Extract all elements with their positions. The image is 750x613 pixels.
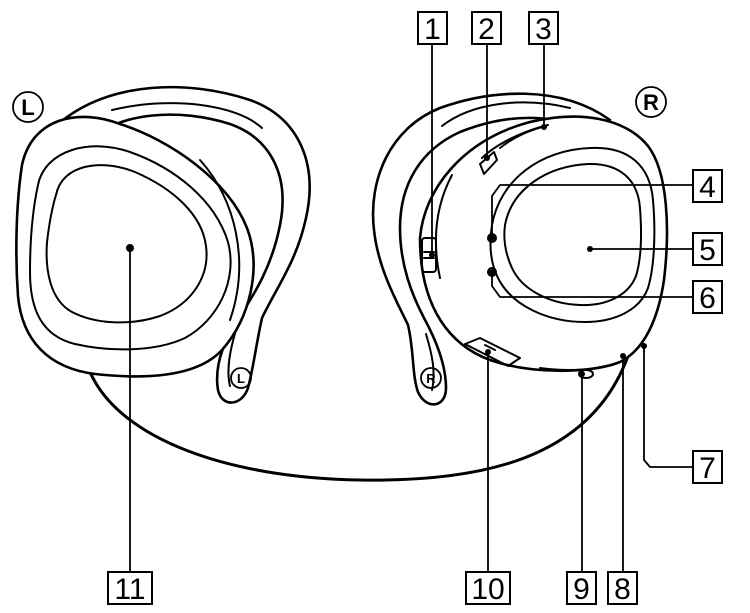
callout-9-number: 9 [573, 573, 590, 606]
right-side-letter: R [643, 90, 659, 115]
callout-11-number: 11 [114, 573, 145, 606]
callout-8: 8 [607, 571, 638, 606]
callout-7-number: 7 [699, 452, 716, 485]
callout-2: 2 [471, 11, 502, 46]
side-slide-switch[interactable] [421, 237, 437, 273]
callout-3: 3 [528, 11, 559, 46]
callout-10-number: 10 [471, 573, 504, 606]
callout-2-number: 2 [478, 13, 495, 46]
callout-4: 4 [692, 169, 723, 204]
callout-6-number: 6 [699, 282, 716, 315]
bottom-slide-button[interactable] [464, 337, 521, 367]
left-speaker-rim [29, 145, 232, 351]
connecting-cord [88, 354, 630, 482]
right-hook-marker [420, 367, 442, 389]
right-speaker-pad [503, 162, 642, 307]
right-speaker-rim [489, 146, 656, 323]
callout-11: 11 [107, 571, 153, 606]
callout-6: 6 [692, 280, 723, 315]
left-side-letter: L [21, 95, 34, 120]
callout-8-number: 8 [614, 573, 631, 606]
left-earphone-shell [15, 115, 255, 378]
left-side-marker [12, 91, 44, 123]
left-earphone: L L [12, 85, 311, 404]
right-side-marker [635, 86, 667, 118]
left-speaker-pad [45, 164, 208, 324]
callout-1: 1 [417, 11, 448, 46]
callout-1-number: 1 [424, 13, 441, 46]
callout-7: 7 [692, 450, 723, 485]
left-ear-hook [56, 85, 311, 404]
right-earphone: R R [371, 86, 669, 406]
callout-3-number: 3 [535, 13, 552, 46]
callout-5: 5 [692, 232, 723, 267]
left-hook-letter: L [237, 371, 245, 386]
callout-5-number: 5 [699, 234, 716, 267]
callout-10: 10 [465, 571, 511, 606]
right-earphone-shell [418, 115, 669, 373]
left-hook-marker [230, 367, 252, 389]
callout-4-number: 4 [699, 171, 716, 204]
callout-9: 9 [566, 571, 597, 606]
right-hook-letter: R [426, 371, 436, 386]
leader-lines [126, 42, 693, 572]
